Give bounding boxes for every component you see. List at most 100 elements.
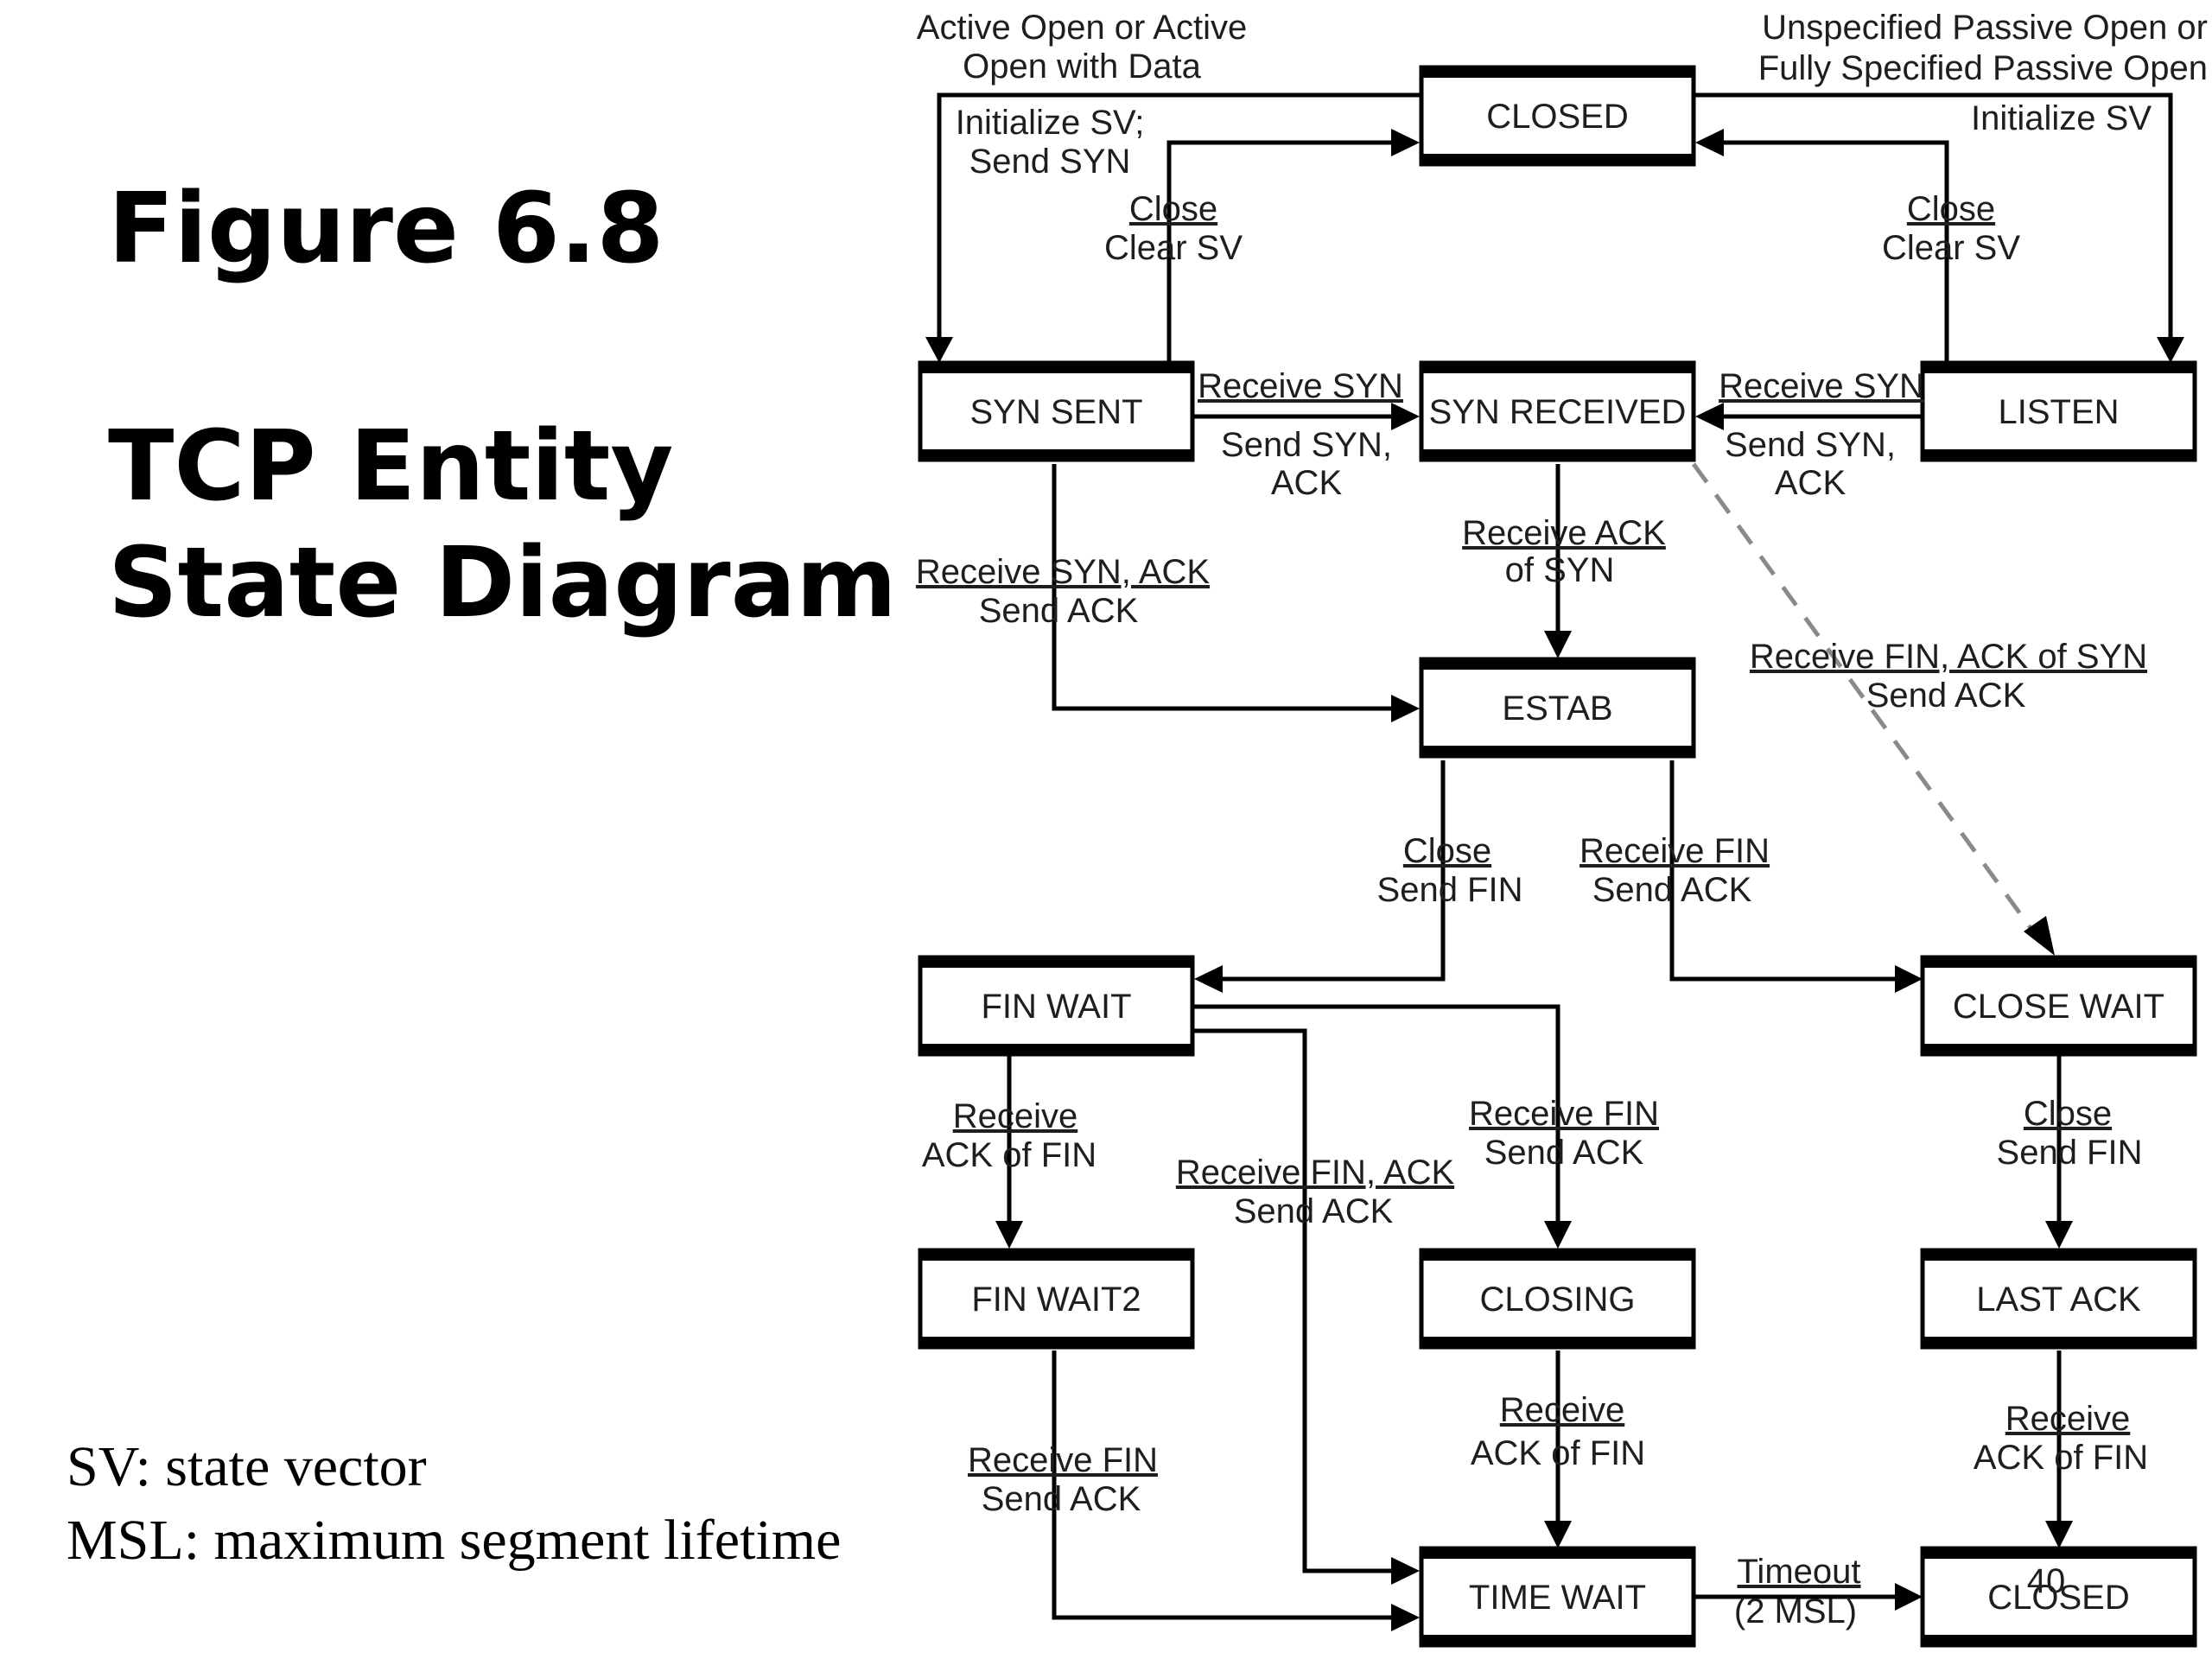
state-syn-sent: SYN SENT [918, 360, 1195, 462]
label-receive-ack-of-syn-2: of SYN [1505, 551, 1615, 589]
legend-sv: SV: state vector [67, 1435, 427, 1498]
label-active-open-1: Active Open or Active [917, 9, 1247, 47]
state-label-closing: CLOSING [1479, 1281, 1635, 1319]
label-receive-ack-lastack-2: ACK of FIN [1974, 1439, 2148, 1477]
state-label-closed-bottom: CLOSED [1987, 1579, 2130, 1617]
state-label-close-wait: CLOSE WAIT [1953, 988, 2164, 1026]
arrowhead [1895, 1583, 1923, 1611]
label-receive-ack-lastack-1: Receive [2005, 1400, 2131, 1438]
state-box-bar [1421, 746, 1694, 756]
edge-synsent-to-estab [1052, 464, 1395, 711]
label-send-fin-estab: Send FIN [1377, 871, 1523, 909]
label-receive-fin-ack: Receive FIN, ACK [1176, 1154, 1455, 1192]
arrowhead [1695, 403, 1724, 430]
arrowhead [925, 337, 953, 363]
state-time-wait: TIME WAIT [1419, 1546, 1696, 1648]
figure-number: Figure 6.8 [108, 173, 664, 285]
arrowhead [1695, 129, 1724, 156]
arrowhead [1391, 695, 1420, 722]
state-box-frame [1920, 1546, 2197, 1648]
label-active-open-2: Open with Data [963, 48, 1201, 86]
state-label-last-ack: LAST ACK [1976, 1281, 2141, 1319]
label-send-ack-1: Send ACK [979, 592, 1139, 630]
state-box-bar [920, 957, 1192, 968]
arrowhead [2045, 1521, 2073, 1548]
arrowhead [995, 1221, 1023, 1249]
state-box-bar [1421, 363, 1694, 373]
state-box-bar [920, 1337, 1192, 1347]
label-close-right: Close [1907, 190, 1995, 228]
label-send-fin-cw: Send FIN [1997, 1134, 2143, 1172]
label-receive-syn-left: Receive SYN [1198, 367, 1403, 405]
label-receive-ack-of-fin-fw-1: Receive [953, 1097, 1078, 1135]
label-close-cw: Close [2024, 1095, 2112, 1133]
state-box-bar [1421, 1337, 1694, 1347]
label-send-syn-ack-left-1: Send SYN, [1221, 426, 1392, 464]
label-receive-fin-fw2: Receive FIN [968, 1441, 1158, 1479]
state-box-bar [1923, 449, 2195, 460]
label-send-syn-ack-right-1: Send SYN, [1725, 426, 1896, 464]
arrowhead [2157, 337, 2184, 363]
edge-estab-to-closewait [1669, 760, 1899, 982]
label-clear-sv-right: Clear SV [1882, 229, 2020, 267]
label-receive-syn-ack: Receive SYN, ACK [916, 553, 1210, 591]
label-receive-ack-closing-2: ACK of FIN [1471, 1434, 1645, 1472]
state-listen: LISTEN [1920, 360, 2197, 462]
figure-title-line2: State Diagram [108, 527, 897, 639]
edge-closed-to-listen [1694, 92, 2173, 344]
arrowhead [1194, 965, 1223, 993]
state-box-bar [1923, 1635, 2195, 1645]
label-send-ack-fin-ack: Send ACK [1234, 1192, 1394, 1230]
label-receive-ack-of-fin-fw-2: ACK of FIN [922, 1136, 1096, 1174]
state-box-frame [1419, 1546, 1696, 1648]
label-send-syn-ack-right-2: ACK [1775, 464, 1847, 502]
state-closed-top: CLOSED [1419, 65, 1696, 167]
label-init-sv-send-syn-2: Send SYN [969, 143, 1131, 181]
state-label-fin-wait2: FIN WAIT2 [971, 1281, 1141, 1319]
legend-msl: MSL: maximum segment lifetime [67, 1509, 842, 1572]
label-receive-ack-closing-1: Receive [1500, 1391, 1625, 1429]
state-box-bar [1923, 1250, 2195, 1261]
label-close-estab: Close [1403, 832, 1491, 870]
state-estab: ESTAB [1419, 657, 1696, 759]
label-receive-syn-right: Receive SYN [1719, 367, 1924, 405]
arrowhead [1391, 1557, 1420, 1585]
label-receive-ack-of-syn-1: Receive ACK [1462, 514, 1666, 552]
arrowhead [1391, 1604, 1420, 1631]
label-passive-open-2: Fully Specified Passive Open [1758, 49, 2208, 87]
label-receive-fin-estab: Receive FIN [1580, 832, 1770, 870]
edge-finwait-to-closing [1192, 1004, 1560, 1225]
state-box-bar [1923, 1548, 2195, 1559]
label-timeout-1: Timeout [1737, 1553, 1860, 1591]
label-receive-fin-fw: Receive FIN [1469, 1095, 1659, 1133]
state-box-bar [920, 1044, 1192, 1054]
label-init-sv: Initialize SV [1971, 99, 2152, 137]
state-box-bar [1421, 1635, 1694, 1645]
edge-estab-to-finwait [1218, 760, 1446, 982]
state-label-time-wait: TIME WAIT [1469, 1579, 1646, 1617]
label-close-left: Close [1129, 190, 1217, 228]
state-boxes: CLOSED SYN SENT SYN RECEIVED LISTEN ESTAB FIN… [918, 65, 2197, 1648]
state-box-bar [1421, 67, 1694, 78]
state-box-bar [920, 449, 1192, 460]
state-syn-received: SYN RECEIVED [1419, 360, 1696, 462]
label-init-sv-send-syn-1: Initialize SV; [956, 104, 1145, 142]
state-label-fin-wait: FIN WAIT [981, 988, 1131, 1026]
state-label-listen: LISTEN [1998, 393, 2119, 431]
state-closing: CLOSING [1419, 1248, 1696, 1350]
state-box-bar [1923, 957, 2195, 968]
state-box-bar [1421, 449, 1694, 460]
arrowhead [1895, 965, 1923, 993]
state-box-frame [1419, 1248, 1696, 1350]
arrowhead [1544, 631, 1572, 658]
state-label-syn-received: SYN RECEIVED [1429, 393, 1687, 431]
state-last-ack: LAST ACK [1920, 1248, 2197, 1350]
label-timeout-2: (2 MSL) [1734, 1592, 1857, 1630]
state-box-bar [1421, 1250, 1694, 1261]
state-box-bar [1923, 1044, 2195, 1054]
state-box-bar [1421, 1548, 1694, 1559]
label-send-ack-fw2: Send ACK [982, 1480, 1141, 1518]
arrowhead [1544, 1521, 1572, 1548]
state-label-syn-sent: SYN SENT [969, 393, 1142, 431]
